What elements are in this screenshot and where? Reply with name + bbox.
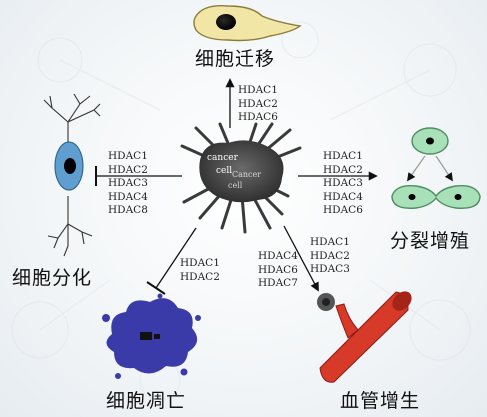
hdac-entry: HDAC2: [238, 97, 278, 110]
background-network: [11, 21, 471, 401]
apoptosis-inhibition: [146, 227, 197, 295]
hdac-entry: HDAC3: [108, 177, 148, 190]
hdac-entry: HDAC3: [310, 263, 350, 276]
cancer-cell-line2: cell: [216, 166, 233, 176]
hdac-entry: HDAC7: [258, 277, 298, 290]
hdac-entry: HDAC8: [108, 204, 148, 217]
hdac-entry: HDAC1: [180, 257, 220, 269]
migration-hdac-list: HDAC1 HDAC2 HDAC6: [238, 84, 278, 125]
angiogenesis-label: 血管增生: [340, 390, 421, 412]
hdac-entry: HDAC4: [258, 250, 298, 262]
hdac-entry: HDAC2: [323, 163, 363, 176]
hdac-entry: HDAC6: [323, 204, 363, 217]
apoptosis-hdac-list: HDAC1 HDAC2: [180, 257, 220, 284]
hdac-entry: HDAC6: [238, 111, 278, 124]
differentiation-hdac-list: HDAC1 HDAC2 HDAC3 HDAC4 HDAC8: [108, 150, 148, 218]
hdac-entry: HDAC2: [180, 270, 220, 283]
hdac-entry: HDAC4: [108, 190, 148, 203]
angiogenesis-hdac-list-right: HDAC1 HDAC2 HDAC3: [310, 236, 350, 277]
hdac-entry: HDAC1: [108, 150, 148, 162]
hdac-entry: HDAC2: [310, 249, 350, 262]
proliferation-hdac-list: HDAC1 HDAC2 HDAC3 HDAC4 HDAC6: [323, 150, 363, 218]
hdac-entry: HDAC1: [238, 84, 278, 96]
blood-vessel-illustration: [317, 291, 412, 383]
migration-cell-illustration: [193, 5, 302, 42]
cancer-cell-line1: cancer: [207, 153, 238, 163]
neuron-illustration: [43, 93, 101, 257]
differentiation-label: 细胞分化: [12, 267, 93, 289]
hdac-entry: HDAC1: [323, 150, 363, 162]
hdac-entry: HDAC2: [108, 163, 148, 176]
cancer-cell-echo2: cell: [228, 181, 243, 190]
proliferation-label: 分裂增殖: [390, 230, 471, 252]
cancer-cell: [180, 122, 302, 234]
angiogenesis-hdac-list-left: HDAC4 HDAC6 HDAC7: [258, 250, 298, 291]
migration-label: 细胞迁移: [195, 48, 276, 70]
hdac-entry: HDAC4: [323, 190, 363, 203]
hdac-entry: HDAC3: [323, 177, 363, 190]
apoptosis-label: 细胞凋亡: [106, 390, 187, 412]
apoptotic-cell-illustration: [102, 293, 201, 379]
cancer-cell-echo1: Cancer: [232, 170, 262, 179]
hdac-entry: HDAC1: [310, 236, 350, 248]
hdac-entry: HDAC6: [258, 263, 298, 276]
differentiation-inhibition: [95, 166, 182, 186]
proliferation-cells-illustration: [391, 127, 481, 209]
angiogenesis-arrow: [283, 225, 319, 292]
